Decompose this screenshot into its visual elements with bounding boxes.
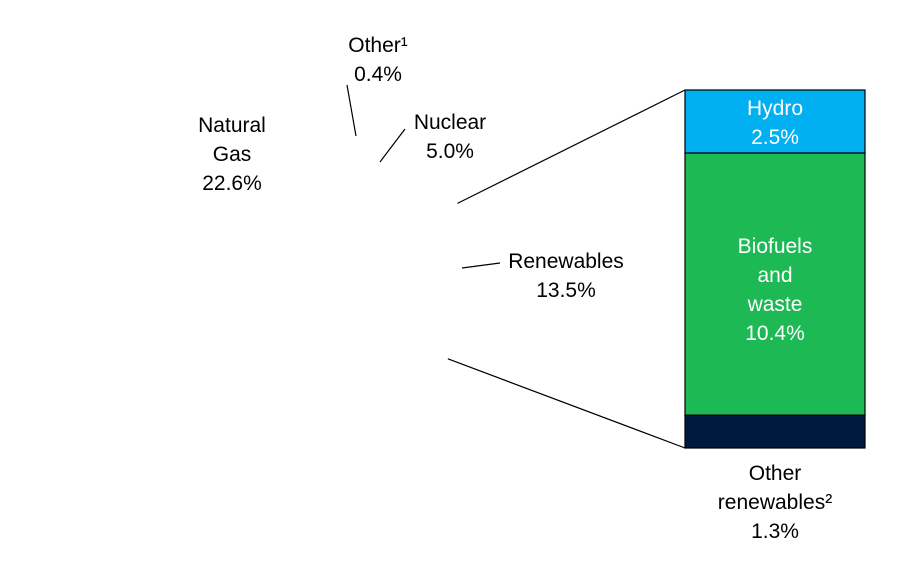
label-other-line: 0.4% bbox=[354, 63, 402, 86]
label-biofuels-line: 10.4% bbox=[745, 322, 805, 345]
label-natural-gas-line: Gas bbox=[213, 143, 252, 166]
leader-renewables bbox=[461, 262, 501, 269]
label-coal: Coal 30.5% bbox=[205, 339, 265, 391]
connector-top bbox=[457, 89, 686, 204]
connector-bottom bbox=[447, 358, 686, 449]
label-biofuels-line: and bbox=[757, 264, 792, 287]
label-hydro-line: 2.5% bbox=[751, 126, 799, 149]
label-renewables-line: 13.5% bbox=[536, 279, 596, 302]
label-other: Other¹ 0.4% bbox=[348, 34, 408, 86]
label-renewables: Renewables 13.5% bbox=[508, 250, 624, 302]
label-oil-line: Oil bbox=[111, 231, 137, 254]
label-hydro: Hydro 2.5% bbox=[747, 97, 803, 149]
label-other-line: Other¹ bbox=[348, 34, 408, 57]
label-biofuels-line: waste bbox=[747, 293, 803, 316]
bar-segment-hydro bbox=[684, 89, 866, 154]
label-nuclear-line: 5.0% bbox=[426, 140, 474, 163]
label-oil: Oil 27.3% bbox=[94, 231, 154, 283]
label-coal-line: 30.5% bbox=[205, 368, 265, 391]
bar-segment-other_renewables bbox=[684, 414, 866, 449]
label-coal-line: Coal bbox=[213, 339, 256, 362]
label-nuclear-line: Nuclear bbox=[414, 111, 486, 134]
label-natural-gas-line: 22.6% bbox=[202, 172, 262, 195]
label-natural-gas-line: Natural bbox=[198, 114, 266, 137]
label-oil-line: 27.3% bbox=[94, 260, 154, 283]
label-renewables-line: Renewables bbox=[508, 250, 624, 273]
label-hydro-line: Hydro bbox=[747, 97, 803, 120]
label-nuclear: Nuclear 5.0% bbox=[414, 111, 486, 163]
label-biofuels-line: Biofuels bbox=[738, 235, 813, 258]
bar-segment-biofuels bbox=[684, 152, 866, 416]
label-other-renewables: Other renewables² 1.3% bbox=[718, 462, 832, 543]
leader-other bbox=[346, 84, 357, 137]
label-other-renewables-line: renewables² bbox=[718, 491, 832, 514]
label-biofuels: Biofuels and waste 10.4% bbox=[738, 235, 813, 345]
label-other-renewables-line: Other bbox=[749, 462, 802, 485]
label-other-renewables-line: 1.3% bbox=[751, 520, 799, 543]
leader-nuclear bbox=[379, 128, 406, 163]
